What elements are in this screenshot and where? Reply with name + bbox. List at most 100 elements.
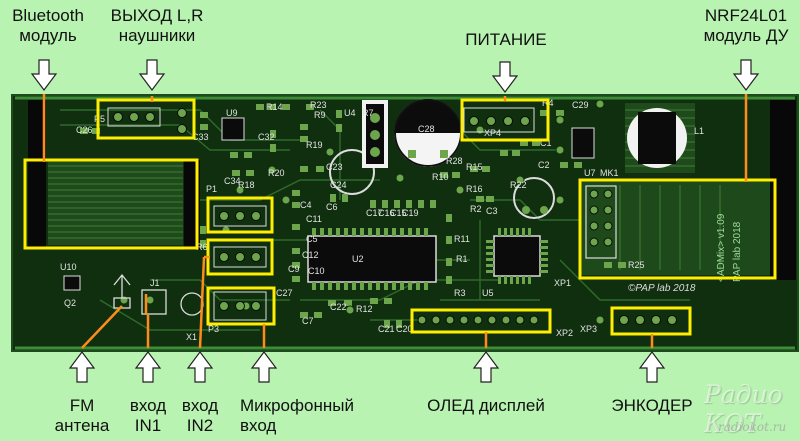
silk-ref-c15: C15 [390, 208, 407, 218]
silk-ref-c27: C27 [276, 288, 293, 298]
silk-ref-c26: C26 [76, 125, 93, 135]
highlight-mic [206, 286, 276, 326]
silk-ref-r2: R2 [470, 204, 482, 214]
silk-ref-r9: R9 [314, 110, 326, 120]
silk-ref-c12: C12 [302, 250, 319, 260]
silk-ref-q2: Q2 [64, 298, 76, 308]
silk-ref-c9: C9 [288, 264, 300, 274]
silk-ref-xp2: XP2 [556, 328, 573, 338]
label-mic: Микрофонный вход [240, 396, 360, 436]
label-bluetooth-line1: Bluetooth [12, 6, 84, 25]
silk-ref-c7: C7 [302, 316, 314, 326]
label-output-line2: наушники [118, 26, 196, 45]
silk-ref-r12: R12 [356, 304, 373, 314]
highlight-oled [410, 308, 552, 334]
silk-ref-r19: R19 [306, 140, 323, 150]
silk-ref-r7: R7 [362, 108, 374, 118]
silk-ref-mk1: MK1 [600, 168, 619, 178]
silk-ref-r14: R14 [266, 102, 283, 112]
silk-ref-u10: U10 [60, 262, 77, 272]
capacitor-c28 [394, 99, 462, 167]
silk-ref-u4: U4 [344, 108, 356, 118]
label-nrf: NRF24L01 модуль ДУ [694, 6, 798, 46]
silk-ref-c22: C22 [330, 302, 347, 312]
silk-ref-c33: C33 [192, 132, 209, 142]
silk-ref-c32: C32 [258, 132, 275, 142]
silk-ref-x1: X1 [186, 332, 197, 342]
silk-ref-u7: U7 [584, 168, 596, 178]
watermark-name: Радио КОТ [704, 380, 783, 438]
arrow-fm [69, 351, 95, 383]
silk-ref-c20: C20 [396, 324, 413, 334]
regulator-u4 [362, 100, 388, 168]
label-in1-line1: вход [129, 396, 167, 415]
arrow-power [492, 61, 518, 93]
silk-ref-r6: R6 [196, 242, 208, 252]
arrow-oled [473, 351, 499, 383]
label-mic-line1: Микрофонный [240, 396, 354, 415]
board-text-lab: PAP lab 2018 [732, 221, 743, 282]
silk-ref-r25: R25 [628, 260, 645, 270]
mcu-u5 [486, 228, 548, 284]
arrow-mic [251, 351, 277, 383]
silk-ref-c3: C3 [486, 206, 498, 216]
arrow-in1 [135, 351, 161, 383]
pointer-lines [42, 94, 748, 349]
watermark-site: radiokot.ru [718, 420, 787, 434]
silk-ref-c34: C34 [224, 176, 241, 186]
label-fm-line2: антена [54, 416, 110, 435]
silk-ref-l1: L1 [694, 126, 704, 136]
silk-ref-r18: R18 [238, 180, 255, 190]
label-in2-line2: IN2 [186, 416, 214, 435]
highlight-boxes [23, 98, 777, 336]
label-nrf-line1: NRF24L01 [704, 6, 788, 25]
highlight-nrf [578, 178, 777, 280]
silk-ref-r11: R11 [454, 234, 470, 244]
silk-ref-u5: U5 [482, 288, 494, 298]
silk-ref-c4: C4 [300, 200, 312, 210]
label-power: ПИТАНИЕ [465, 30, 547, 49]
silk-ref-xp3: XP3 [580, 324, 597, 334]
silk-ref-c24: C24 [330, 180, 347, 190]
silk-ref-r23: R23 [310, 100, 327, 110]
header-pins [113, 108, 677, 325]
silk-ref-c21: C21 [378, 324, 395, 334]
label-bluetooth: Bluetooth модуль [8, 6, 88, 46]
label-mic-line2: вход [240, 416, 277, 435]
silk-ref-r1: R1 [456, 254, 468, 264]
label-in1-line2: IN1 [134, 416, 162, 435]
silk-ref-c16: C16 [378, 208, 395, 218]
silk-ref-c19: C19 [402, 208, 419, 218]
silk-ref-c1: C1 [540, 138, 552, 148]
label-fm-line1: FM [69, 396, 95, 415]
silk-ref-c11: C11 [306, 214, 322, 224]
silk-ref-p3: P3 [208, 324, 219, 334]
silk-ref-p1: P1 [206, 184, 217, 194]
silk-ref-c5: C5 [306, 234, 318, 244]
label-bluetooth-line2: модуль [19, 26, 77, 45]
label-fm: FM антена [44, 396, 120, 436]
mk1-header [585, 185, 617, 259]
label-output-line1: ВЫХОД L,R [110, 6, 204, 25]
silk-ref-j1: J1 [150, 278, 160, 288]
label-in1: вход IN1 [122, 396, 174, 436]
highlight-in1 [206, 196, 274, 234]
label-in2: вход IN2 [174, 396, 226, 436]
copyright-text: ©PAP lab 2018 [628, 283, 696, 294]
silk-ref-c17: C17 [366, 208, 383, 218]
board-version-text: <ADMix> v1.09 PAP lab 2018 [716, 213, 743, 282]
silk-ref-r20: R20 [268, 168, 285, 178]
silk-ref-c2: C2 [538, 160, 550, 170]
silk-ref-c6: C6 [326, 202, 338, 212]
silk-ref-u2: U2 [352, 254, 364, 264]
silk-ref-r3: R3 [454, 288, 466, 298]
highlight-bluetooth [23, 158, 199, 250]
arrow-output [139, 59, 165, 91]
arrow-encoder [639, 351, 665, 383]
silk-ref-u9: U9 [226, 108, 238, 118]
label-encoder: ЭНКОДЕР [611, 396, 693, 415]
silk-ref-r10: R10 [432, 172, 449, 182]
inductor-l1 [625, 103, 695, 173]
